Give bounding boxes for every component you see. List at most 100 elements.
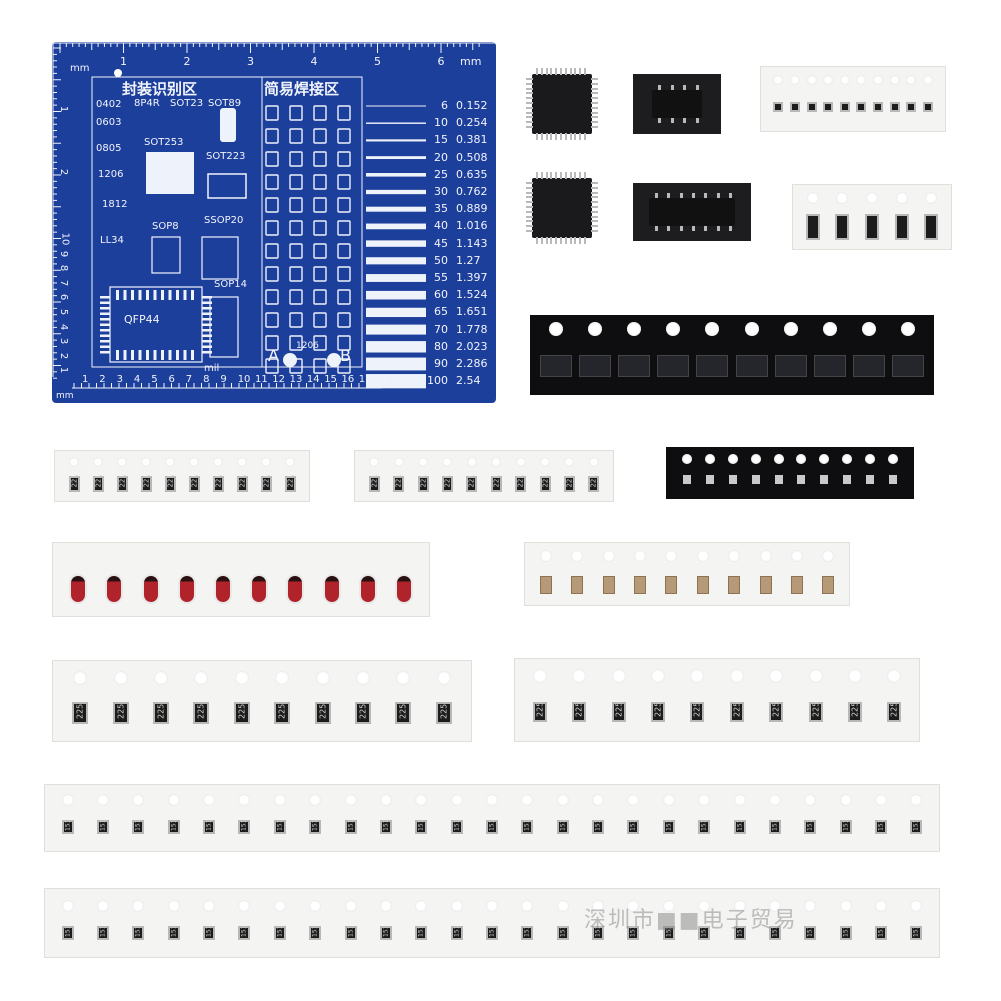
resistor-marking: 151	[134, 925, 142, 937]
ic-lead	[591, 196, 598, 199]
sop14-tape-segment	[633, 183, 751, 241]
smd-resistor	[865, 475, 874, 484]
sprocket-hole	[61, 900, 74, 912]
sprocket-hole	[238, 900, 251, 912]
ic-lead	[550, 133, 553, 140]
sop8-tape-segment	[633, 74, 721, 134]
sprocket-hole	[415, 900, 428, 912]
sprocket-hole	[705, 454, 716, 464]
resistor-marking: 221	[142, 474, 150, 488]
ic-lead	[550, 68, 553, 75]
resistor-marking: 151	[382, 925, 390, 937]
sprocket-hole	[698, 900, 711, 912]
resistor-marking: 221	[492, 474, 501, 488]
sprocket-hole	[872, 75, 883, 85]
table-mm-value: 0.762	[456, 185, 488, 198]
ic-lead	[526, 201, 533, 204]
smd-capacitor	[602, 576, 615, 594]
resistor-marking: 221	[443, 474, 452, 488]
label-0402: 0402	[96, 99, 122, 110]
ic-lead	[545, 68, 548, 75]
ic-lead	[560, 133, 562, 140]
sprocket-hole	[521, 794, 534, 806]
ic-lead	[536, 237, 538, 244]
sprocket-hole	[783, 322, 798, 336]
smd-resistor: 151	[61, 925, 74, 940]
sprocket-hole	[796, 454, 807, 464]
ruler-unit-bottom-left: mm	[56, 391, 74, 401]
bottom-ruler-label: 7	[185, 374, 193, 385]
resistor-marking: 151	[311, 925, 319, 937]
smd-resistor: 151	[627, 925, 640, 940]
ic-lead	[655, 226, 658, 231]
smd-capacitor	[759, 576, 772, 594]
ic-lead	[569, 133, 572, 140]
ic-lead	[679, 193, 683, 198]
smd-resistor: 225	[233, 702, 250, 724]
pcb-silkscreen-graphics	[52, 42, 496, 389]
sprocket-hole	[806, 192, 819, 204]
sprocket-hole	[733, 794, 746, 806]
sot23-transistor	[578, 355, 611, 377]
sop-chip-body	[649, 198, 735, 226]
sprocket-hole	[237, 457, 247, 467]
smd-resistor: 151	[167, 925, 180, 940]
smd-resistor: 151	[804, 925, 817, 940]
qfp-ic-bottom	[524, 170, 600, 246]
resistor-marking: 151	[523, 925, 531, 937]
table-mm-value: 2.286	[456, 357, 488, 370]
smd-diode	[252, 576, 267, 602]
table-mm-value: 0.254	[456, 116, 488, 130]
resistor-marking: 225	[358, 703, 368, 719]
sprocket-hole	[369, 457, 380, 467]
sprocket-hole	[571, 550, 584, 562]
sprocket-hole	[906, 75, 917, 85]
sprocket-hole	[379, 794, 392, 806]
label-sot23: SOT23	[170, 98, 204, 109]
bottom-ruler-label: 3	[116, 374, 123, 385]
smd-resistor: 151	[627, 819, 640, 834]
sprocket-hole	[356, 671, 370, 685]
sprocket-hole	[315, 671, 330, 685]
resistor-marking: 151	[240, 925, 248, 937]
table-mm-value: 0.152	[456, 99, 488, 112]
ic-lead	[560, 68, 562, 75]
smd-resistor: 151	[733, 925, 746, 940]
smd-resistor: 225	[847, 702, 862, 722]
bottom-ruler-label: 16	[341, 374, 355, 385]
table-mil-value: 55	[434, 271, 448, 284]
smd-resistor: 221	[588, 474, 600, 492]
left-ruler-label: 1	[58, 105, 70, 113]
smd-resistor	[889, 102, 900, 112]
smd-diode	[324, 576, 339, 602]
table-mm-value: 1.143	[456, 236, 488, 250]
smd-diode	[143, 576, 158, 602]
sprocket-hole	[682, 454, 693, 464]
table-mil-value: 100	[427, 374, 448, 388]
resistor-marking: 225	[116, 703, 126, 719]
ic-lead	[526, 121, 533, 124]
sprocket-hole	[73, 671, 88, 685]
left-ruler-label: 3	[58, 338, 70, 345]
resistor-marking: 151	[806, 925, 814, 937]
smd-resistor: 225	[355, 702, 371, 724]
ic-lead	[584, 237, 586, 244]
sprocket-hole	[436, 671, 451, 685]
smd-resistor: 151	[733, 819, 746, 834]
ic-lead	[591, 116, 598, 119]
sot23-tape	[530, 315, 934, 395]
smd-resistor: 151	[662, 819, 675, 834]
sprocket-hole	[750, 454, 761, 464]
label-1206: 1206	[98, 169, 124, 180]
sprocket-hole	[895, 192, 908, 204]
bottom-ruler-label: 9	[220, 374, 227, 385]
smd-resistor	[843, 475, 851, 484]
resistor-marking: 221	[516, 474, 525, 488]
ic-lead	[591, 87, 598, 90]
sprocket-hole	[690, 669, 705, 683]
sprocket-hole	[548, 322, 563, 336]
resistor-marking: 151	[417, 925, 425, 937]
ic-lead	[655, 193, 658, 198]
